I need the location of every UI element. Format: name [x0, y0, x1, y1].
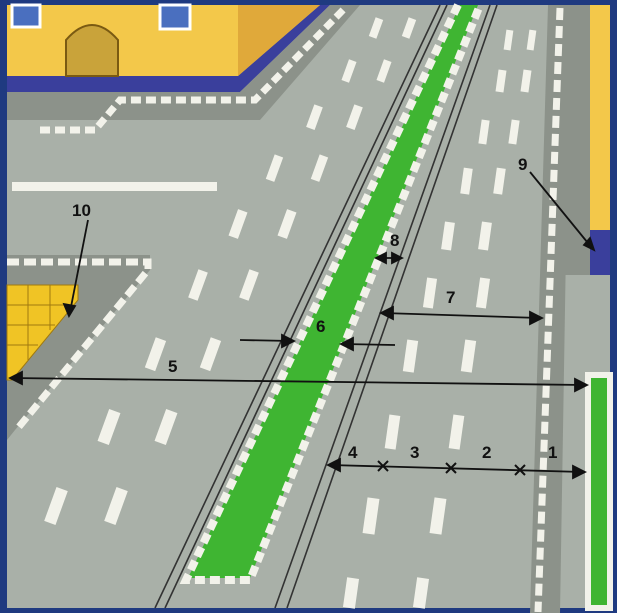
label-1: 1 [548, 443, 557, 462]
label-9: 9 [518, 155, 527, 174]
label-3: 3 [410, 443, 419, 462]
label-10: 10 [72, 201, 91, 220]
label-6: 6 [316, 317, 325, 336]
stop-line [12, 182, 217, 191]
label-8: 8 [390, 231, 399, 250]
label-7: 7 [446, 288, 455, 307]
label-4: 4 [348, 443, 358, 462]
green-island-right [588, 375, 610, 608]
label-2: 2 [482, 443, 491, 462]
label-5: 5 [168, 357, 177, 376]
